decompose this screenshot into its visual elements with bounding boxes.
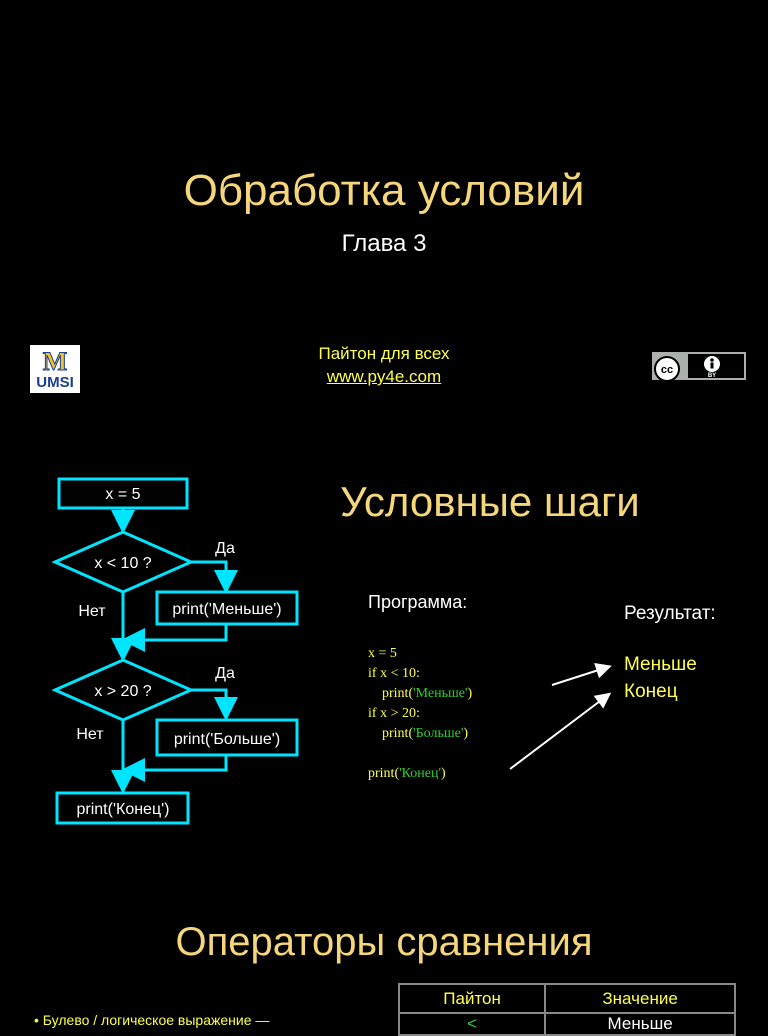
table-header-row: Пайтон Значение [397,983,736,1014]
table-header-meaning: Значение [544,983,736,1014]
code-call: print( [368,766,400,781]
flow-end-label: print('Конец') [76,801,169,818]
slide3-title: Операторы сравнения [175,920,593,964]
by-icon-text: BY [708,373,716,379]
code-line: if x < 10: [368,664,472,684]
flow-action1-label: print('Меньше') [172,601,281,618]
umsi-logo-letter: M [42,347,68,377]
code-line: print('Больше') [368,724,472,744]
code-call-end: ) [441,766,446,781]
code-call-end: ) [467,686,473,701]
flow-arrow [121,624,228,652]
table-cell-operator: < [397,1012,547,1036]
code-call-end: ) [463,726,469,741]
code-block: x = 5 if x < 10: print('Меньше') if x > … [368,644,472,784]
code-expr: x < 10: [380,666,420,681]
code-string: 'Меньше' [413,686,468,701]
course-name: Пайтон для всех [318,344,450,363]
flow-arrow [191,560,238,594]
flow-action2-label: print('Больше') [174,731,280,748]
flow-end-box [55,791,190,825]
flow-yes-label: Да [215,540,235,557]
cc-by-icon: cc BY [652,352,746,382]
course-link-wrap: www.py4e.com [0,367,768,387]
table-cell-meaning: Меньше [544,1012,736,1036]
slide1-title: Обработка условий [183,166,585,215]
result-arrow-1 [551,663,612,686]
code-line: if x > 20: [368,704,472,724]
bullet-text: Булево / логическое выражение — [42,1012,270,1028]
code-line: print('Конец') [368,764,472,784]
cc-icon-text: cc [661,364,673,376]
umsi-logo-text: UMSI [36,374,74,391]
cc-by-license-badge: cc BY [652,352,746,382]
program-label: Программа: [368,592,468,612]
slide1-subtitle: Глава 3 [341,230,427,257]
flow-no-label: Нет [78,603,106,620]
code-call: print( [368,726,414,741]
table-header-python: Пайтон [397,983,547,1014]
code-expr: x > 20: [380,706,420,721]
flowchart: x = 5 x < 10 ? print('Меньше') x > 20 ? … [51,477,299,825]
flow-cond2-label: x > 20 ? [94,683,151,700]
flow-cond1-label: x < 10 ? [94,555,151,572]
result-line-1: Меньше [624,654,697,675]
code-string: 'Конец' [399,766,441,781]
code-string: 'Больше' [413,726,464,741]
course-link[interactable]: www.py4e.com [326,367,442,386]
flow-arrow [191,688,238,721]
code-blank-line [368,744,472,764]
result-line-2: Конец [624,681,678,702]
slide2-title: Условные шаги [340,478,640,525]
flow-start-label: x = 5 [105,486,140,503]
comparison-table: Пайтон Значение < Меньше [397,983,736,1036]
result-arrows [509,663,612,770]
code-line: print('Меньше') [368,684,472,704]
code-call: print( [368,686,414,701]
flow-arrow [121,755,228,782]
flow-yes-label: Да [215,665,235,682]
table-row: < Меньше [397,1012,736,1036]
code-line: x = 5 [368,646,397,661]
code-keyword: if [368,666,381,681]
result-arrow-2 [509,692,612,770]
bullet-item: • Булево / логическое выражение — [34,1012,270,1028]
umsi-logo: M UMSI [30,345,80,393]
result-label: Результат: [624,603,716,624]
code-keyword: if [368,706,381,721]
flow-no-label: Нет [76,726,104,743]
